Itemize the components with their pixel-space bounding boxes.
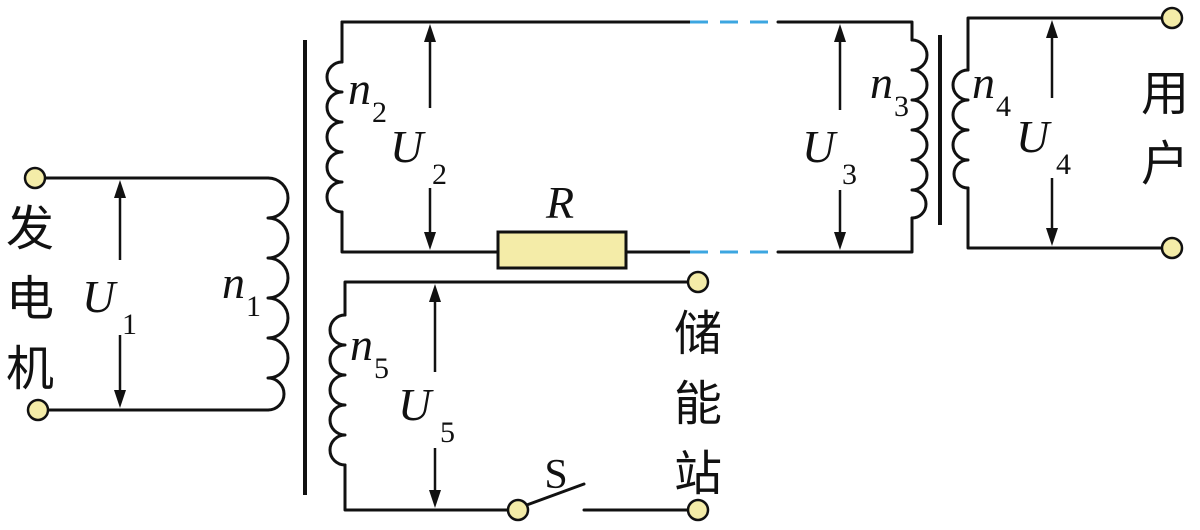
label-U2: U bbox=[390, 121, 426, 172]
generator-terminal-bottom bbox=[26, 398, 50, 422]
u4-arrowhead-bottom bbox=[1046, 228, 1058, 246]
u4-arrowhead-top bbox=[1046, 20, 1058, 38]
storage-char-3: 站 bbox=[674, 446, 722, 502]
user-char-2: 户 bbox=[1141, 136, 1189, 192]
symbol-labels: U 1 n 1 n 2 U 2 U 3 n 3 n 4 U 4 n 5 U 5 … bbox=[82, 57, 1071, 498]
u2-arrowhead-top bbox=[424, 24, 436, 42]
user-terminal-top bbox=[1160, 6, 1184, 30]
u1-arrowhead-top bbox=[114, 180, 126, 198]
label-n2: n bbox=[348, 63, 371, 114]
wire-storage-top bbox=[343, 280, 700, 317]
coil-n4 bbox=[951, 68, 970, 190]
label-U5: U bbox=[398, 379, 434, 430]
u5-arrowhead-bottom bbox=[429, 490, 441, 508]
storage-circuit bbox=[328, 270, 710, 522]
generator-char-1: 发 bbox=[6, 201, 54, 257]
label-U2-sub: 2 bbox=[432, 158, 447, 191]
storage-char-2: 能 bbox=[674, 376, 722, 432]
u1-arrowhead-bottom bbox=[114, 390, 126, 408]
u5-arrowhead-top bbox=[429, 284, 441, 302]
wire-top-line-right bbox=[776, 20, 914, 42]
label-U3: U bbox=[802, 121, 838, 172]
wire-bottom-line-left bbox=[340, 210, 500, 254]
label-U4-sub: 4 bbox=[1056, 148, 1071, 181]
coil-n5 bbox=[328, 313, 347, 467]
coil-n2 bbox=[325, 60, 344, 214]
voltage-arrows bbox=[114, 20, 1058, 508]
generator-char-3: 机 bbox=[6, 341, 54, 397]
block-labels: 发 电 机 用 户 储 能 站 bbox=[6, 66, 1189, 502]
label-U5-sub: 5 bbox=[440, 416, 455, 449]
wire-bottom-line-right bbox=[776, 216, 914, 254]
user-circuit bbox=[951, 6, 1184, 260]
label-n5-sub: 5 bbox=[374, 352, 389, 385]
user-char-1: 用 bbox=[1141, 66, 1189, 122]
coil-n3 bbox=[910, 38, 929, 220]
storage-terminal-bottom bbox=[686, 498, 710, 522]
wire-user-bottom bbox=[966, 186, 1174, 250]
primary-circuit bbox=[23, 166, 290, 422]
wire-user-top bbox=[966, 16, 1174, 72]
label-R: R bbox=[545, 177, 574, 228]
label-n4: n bbox=[972, 57, 995, 108]
label-n3-sub: 3 bbox=[894, 90, 909, 123]
label-n1-sub: 1 bbox=[246, 290, 261, 323]
generator-terminal-top bbox=[23, 166, 47, 190]
coil-n1 bbox=[266, 176, 290, 412]
switch-S-blade bbox=[522, 482, 586, 508]
label-n3: n bbox=[870, 57, 893, 108]
label-U1: U bbox=[82, 271, 118, 322]
label-n4-sub: 4 bbox=[996, 90, 1011, 123]
u2-arrowhead-bottom bbox=[424, 232, 436, 250]
label-n1: n bbox=[222, 257, 245, 308]
label-U4: U bbox=[1016, 111, 1052, 162]
transmission-circuit bbox=[325, 20, 929, 270]
label-n2-sub: 2 bbox=[372, 96, 387, 129]
resistor-R bbox=[496, 230, 628, 270]
generator-char-2: 电 bbox=[6, 271, 54, 327]
label-U3-sub: 3 bbox=[842, 158, 857, 191]
wire-storage-bottom bbox=[343, 463, 520, 512]
label-U1-sub: 1 bbox=[122, 308, 137, 341]
u3-arrowhead-top bbox=[834, 24, 846, 42]
storage-char-1: 储 bbox=[674, 306, 722, 362]
storage-terminal-top bbox=[686, 270, 710, 294]
label-n5: n bbox=[350, 319, 373, 370]
u3-arrowhead-bottom bbox=[834, 232, 846, 250]
user-terminal-bottom bbox=[1160, 236, 1184, 260]
switch-S-contact bbox=[506, 498, 530, 522]
label-S: S bbox=[544, 452, 567, 498]
